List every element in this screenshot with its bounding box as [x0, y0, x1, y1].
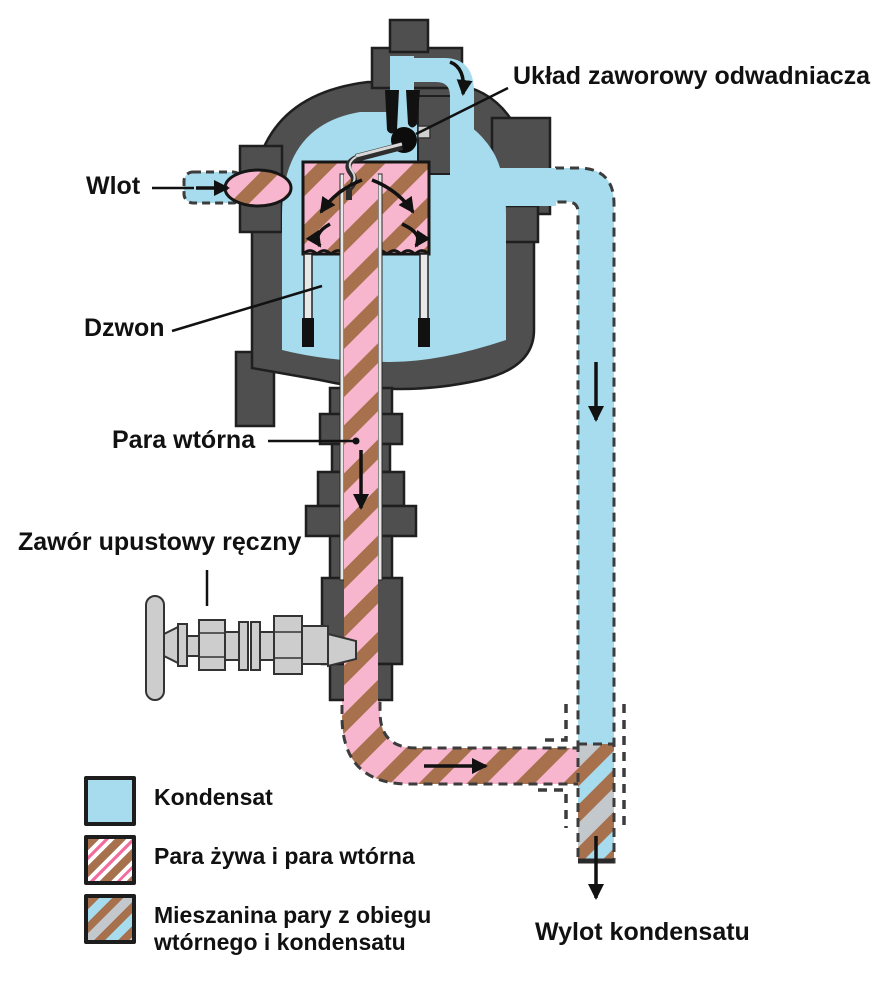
lever-arm [354, 142, 404, 162]
valve-seat [327, 632, 357, 668]
leader-lines [152, 86, 509, 606]
handwheel [145, 595, 165, 701]
legend-label-mixture: Mieszanina pary z obiegu wtórnego i kond… [154, 902, 432, 956]
mixture-swatch-icon [84, 894, 136, 944]
label-flash-steam: Para wtórna [112, 426, 256, 454]
bell-wall-left [303, 253, 313, 321]
bell-spray-arrow-left [319, 178, 363, 214]
label-bell: Dzwon [84, 314, 165, 342]
leader-uklad [415, 86, 509, 136]
valve-seat-post-right [406, 90, 420, 128]
condensate-swatch-icon [84, 776, 136, 826]
bell-tab-right [418, 318, 430, 347]
tee-junction-outline [538, 704, 626, 828]
condensate-riser-pipe [478, 166, 616, 750]
legend-item-mixture: Mieszanina pary z obiegu wtórnego i kond… [84, 894, 431, 956]
label-condensate-outlet: Wylot kondensatu [535, 918, 750, 946]
bell-swirl-arrow-left [305, 222, 331, 248]
union-nut [273, 615, 303, 675]
steam-swatch-icon [84, 835, 136, 885]
legend-label-steam: Para żywa i para wtórna [154, 843, 415, 869]
discharge-elbow-pipe [340, 658, 584, 786]
bell-swirl-arrow-right [401, 222, 431, 248]
label-inlet: Wlot [86, 172, 141, 200]
bell-wall-right [419, 253, 429, 321]
gland-nut [198, 619, 226, 671]
legend-item-steam: Para żywa i para wtórna [84, 835, 415, 885]
top-outlet-flow-arrow [449, 60, 473, 96]
inlet-opening [223, 168, 293, 208]
legend-label-condensate: Kondensat [154, 784, 273, 810]
bell-spray-arrow-right [371, 178, 415, 214]
label-valve-assembly: Układ zaworowy odwadniacza [513, 62, 871, 90]
legend-item-condensate: Kondensat [84, 776, 273, 826]
top-plug [388, 18, 430, 54]
label-manual-valve: Zawór upustowy ręczny [18, 528, 302, 556]
leader-dzwon [171, 284, 323, 333]
flow-arrows [196, 60, 604, 900]
valve-seat-post-left [385, 90, 399, 134]
manual-blowdown-valve [145, 595, 357, 701]
bell-tab-left [302, 318, 314, 347]
central-steam-pipe [339, 173, 383, 714]
